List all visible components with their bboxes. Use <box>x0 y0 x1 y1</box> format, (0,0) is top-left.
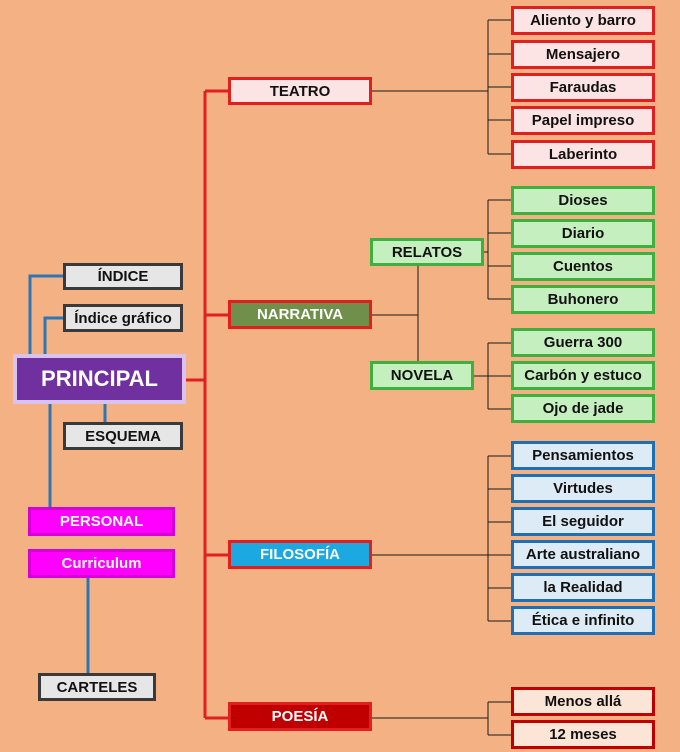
poesia-item[interactable]: Menos allá <box>511 687 655 716</box>
main-trunk-lines <box>185 89 228 720</box>
relatos-node[interactable]: RELATOS <box>370 238 484 266</box>
filosofia-item[interactable]: Ética e infinito <box>511 606 655 635</box>
right-branch-lines <box>372 19 511 736</box>
poesia-item[interactable]: 12 meses <box>511 720 655 749</box>
filosofia-item[interactable]: El seguidor <box>511 507 655 536</box>
teatro-item[interactable]: Mensajero <box>511 40 655 69</box>
poesia-node[interactable]: POESÍA <box>228 702 372 731</box>
relatos-item[interactable]: Buhonero <box>511 285 655 314</box>
indice-grafico-node[interactable]: Índice gráfico <box>63 304 183 332</box>
filosofia-item[interactable]: Pensamientos <box>511 441 655 470</box>
carteles-node[interactable]: CARTELES <box>38 673 156 701</box>
novela-item[interactable]: Carbón y estuco <box>511 361 655 390</box>
personal-node[interactable]: PERSONAL <box>28 507 175 536</box>
indice-node[interactable]: ÍNDICE <box>63 263 183 290</box>
teatro-node[interactable]: TEATRO <box>228 77 372 105</box>
relatos-item[interactable]: Dioses <box>511 186 655 215</box>
novela-item[interactable]: Ojo de jade <box>511 394 655 423</box>
teatro-item[interactable]: Laberinto <box>511 140 655 169</box>
novela-node[interactable]: NOVELA <box>370 361 474 390</box>
left-branch-lines <box>28 274 107 673</box>
filosofia-item[interactable]: la Realidad <box>511 573 655 602</box>
relatos-item[interactable]: Diario <box>511 219 655 248</box>
teatro-item[interactable]: Aliento y barro <box>511 6 655 35</box>
teatro-item[interactable]: Papel impreso <box>511 106 655 135</box>
principal-node[interactable]: PRINCIPAL <box>13 354 186 404</box>
filosofia-item[interactable]: Virtudes <box>511 474 655 503</box>
relatos-item[interactable]: Cuentos <box>511 252 655 281</box>
teatro-item[interactable]: Faraudas <box>511 73 655 102</box>
narrativa-node[interactable]: NARRATIVA <box>228 300 372 329</box>
curriculum-node[interactable]: Curriculum <box>28 549 175 578</box>
esquema-node[interactable]: ESQUEMA <box>63 422 183 450</box>
filosofia-node[interactable]: FILOSOFÍA <box>228 540 372 569</box>
filosofia-item[interactable]: Arte australiano <box>511 540 655 569</box>
novela-item[interactable]: Guerra 300 <box>511 328 655 357</box>
